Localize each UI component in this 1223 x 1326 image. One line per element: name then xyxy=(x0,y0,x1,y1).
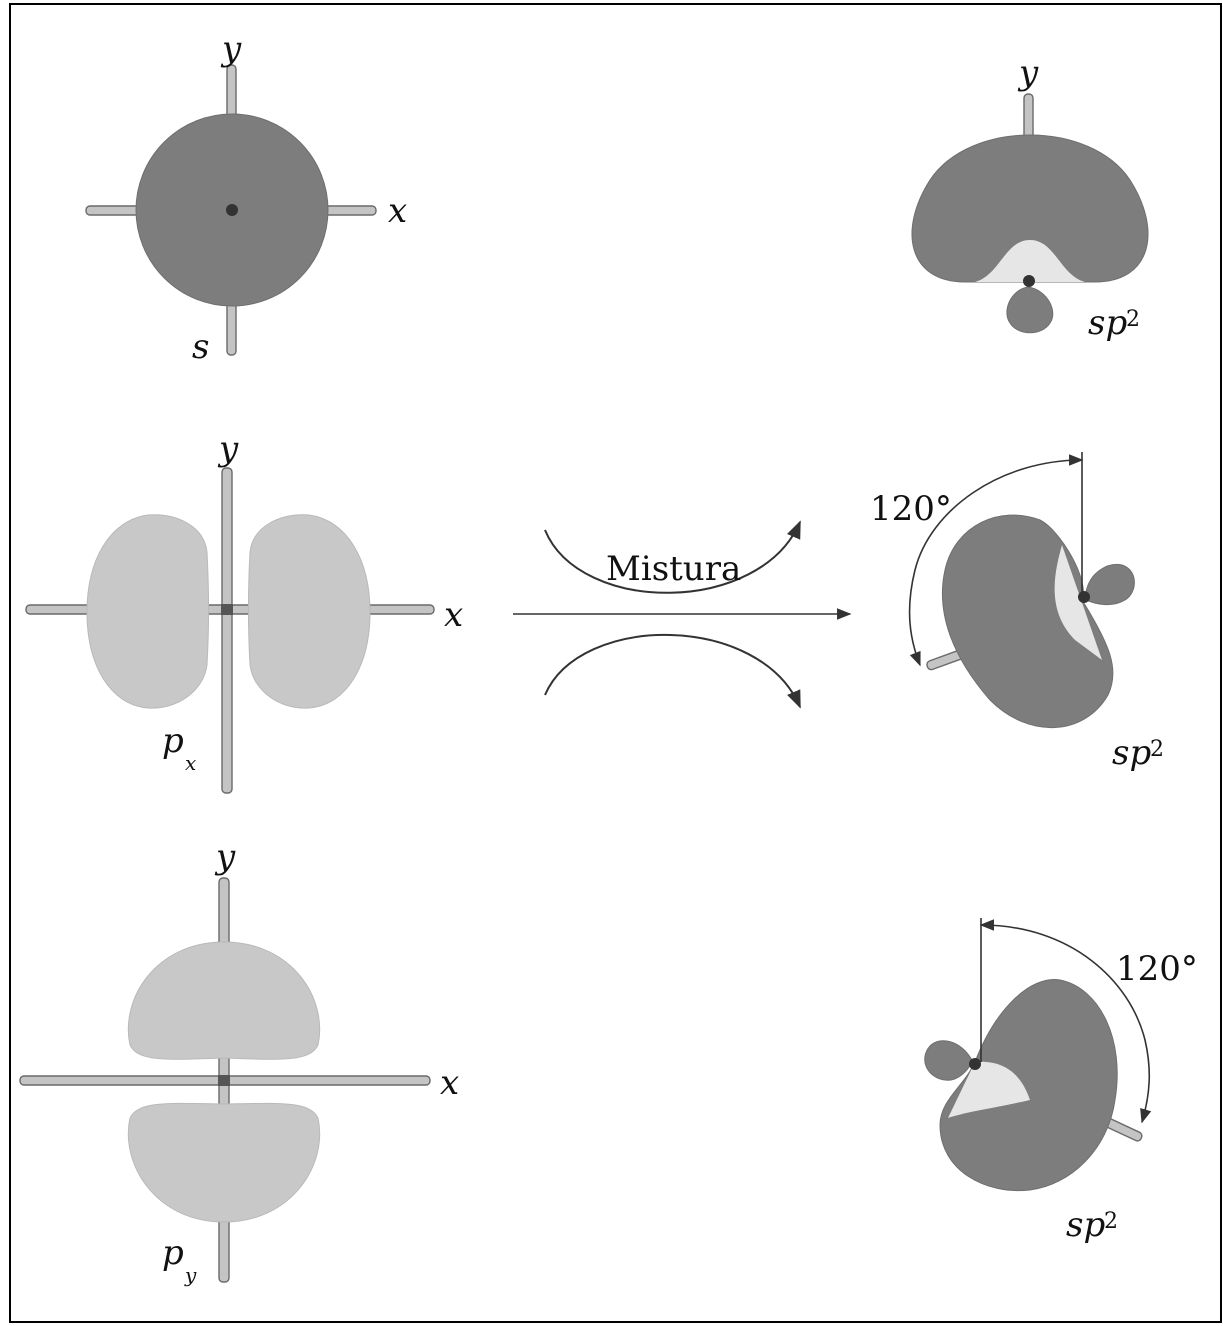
sp2-bottom-angle-arc xyxy=(979,919,1152,1124)
py-nucleus xyxy=(218,1075,230,1086)
s-x-label: x xyxy=(388,191,407,231)
figure-border xyxy=(9,3,1222,1323)
s-y-label: y xyxy=(220,29,242,69)
px-orbital-label: p xyxy=(162,721,184,761)
s-orbital-label: s xyxy=(192,327,209,367)
py-y-label: y xyxy=(214,837,236,877)
mixing-lower-curve xyxy=(544,634,801,709)
px-right-lobe xyxy=(248,514,371,709)
mixing-upper-curve xyxy=(544,520,801,594)
sp2-bottom-superscript: 2 xyxy=(1104,1209,1118,1234)
sp2-top-large-lobe xyxy=(911,134,1149,283)
sp2-top-small-lobe xyxy=(1006,286,1054,334)
sp2-middle-nucleus xyxy=(1078,591,1090,603)
sp2-top-inner-node xyxy=(975,240,1085,282)
px-orbital: x y p x xyxy=(25,429,463,794)
sp2-middle-superscript: 2 xyxy=(1150,737,1164,762)
sp2-middle-angle-arc xyxy=(908,454,1084,667)
py-top-lobe xyxy=(127,941,321,1060)
s-orbital: x y s xyxy=(85,29,407,367)
px-orbital-subscript: x xyxy=(185,751,196,775)
sp2-middle-label: sp xyxy=(1112,733,1151,773)
py-orbital: x y p y xyxy=(19,837,459,1287)
sp2-bottom-angle-label: 120° xyxy=(1116,949,1198,989)
py-x-label: x xyxy=(440,1063,459,1103)
px-nucleus xyxy=(221,604,233,615)
sp2-top-nucleus xyxy=(1023,275,1035,287)
py-orbital-subscript: y xyxy=(184,1263,197,1287)
sp2-bottom-small-lobe xyxy=(924,1040,973,1081)
sp2-hybrid-top: y sp 2 xyxy=(911,53,1149,343)
sp2-top-superscript: 2 xyxy=(1126,307,1140,332)
py-bottom-lobe xyxy=(127,1102,321,1223)
sp2-hybrid-middle: 120° sp 2 xyxy=(870,452,1164,773)
px-y-axis xyxy=(221,467,233,794)
mixing-label: Mistura xyxy=(606,549,741,589)
sp2-bottom-nucleus xyxy=(969,1058,981,1070)
px-y-label: y xyxy=(217,429,239,469)
sp2-top-y-label: y xyxy=(1017,53,1039,93)
py-orbital-label: p xyxy=(162,1233,184,1273)
s-nucleus xyxy=(226,204,238,216)
mixing-symbol: Mistura xyxy=(513,520,852,709)
sp2-middle-angle-label: 120° xyxy=(870,489,952,529)
sp2-bottom-label: sp xyxy=(1066,1205,1105,1245)
sp2-middle-small-lobe xyxy=(1085,563,1135,606)
sp2-top-y-axis xyxy=(1023,93,1034,140)
px-left-lobe xyxy=(86,514,209,709)
sp2-hybrid-bottom: 120° sp 2 xyxy=(924,918,1198,1245)
sp2-top-label: sp xyxy=(1088,303,1127,343)
px-x-label: x xyxy=(444,595,463,635)
